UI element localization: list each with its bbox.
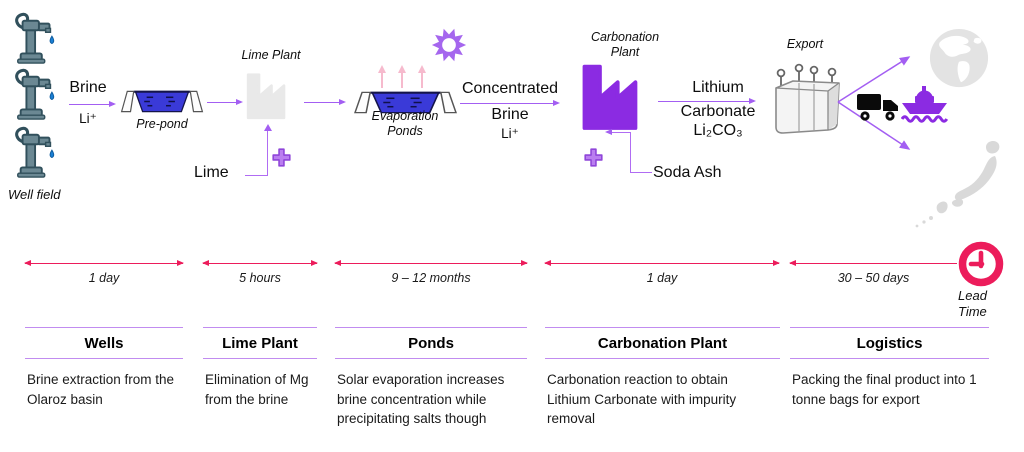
truck-icon [857,94,898,121]
export-label: Export [786,37,824,51]
plus-icon [583,147,604,168]
pre-pond-icon [120,88,204,115]
lime-label: Lime [194,164,229,181]
japan-map-icon [915,140,1000,228]
timeline-segment [202,260,318,266]
brine-label: Brine [69,79,107,96]
evaporation-arrow-icon [378,65,386,88]
stage-lime-plant: Lime Plant Elimination of Mg from the br… [203,327,317,409]
li2co3-label: Li₂CO₃ [693,122,743,139]
lime-feed-arrowhead [264,124,272,131]
soda-ash-line [611,132,631,133]
timeline-duration: 9 – 12 months [391,271,471,285]
timeline-duration: 1 day [88,271,120,285]
concentrated-brine-label: Brine [491,106,529,123]
well-pump-icon [12,126,62,180]
lime-plant-label: Lime Plant [241,48,301,62]
lithium-label: Lithium [692,79,744,96]
stage-title: Lime Plant [203,328,317,359]
stage-carbonation-plant: Carbonation Plant Carbonation reaction t… [545,327,780,429]
bulk-bag-icon [775,63,840,134]
timeline-duration: 30 – 50 days [837,271,910,285]
soda-ash-line [631,172,652,173]
stage-wells: Wells Brine extraction from the Olaroz b… [25,327,183,409]
stage-ponds: Ponds Solar evaporation increases brine … [335,327,527,429]
soda-ash-arrowhead [605,129,612,135]
lead-time-label: Lead Time [958,288,987,319]
stage-description: Solar evaporation increases brine concen… [337,372,505,426]
carbonation-to-export-arrow [658,98,756,104]
timeline-segment [334,260,528,266]
stage-title: Logistics [790,328,989,359]
clock-icon [958,241,1004,287]
lime-feed-line [245,175,268,176]
pre-pond-label: Pre-pond [136,117,188,131]
carbonation-plant-label: Carbonation Plant [590,30,660,59]
stage-title: Ponds [335,328,527,359]
timeline-segment [789,260,957,266]
sun-icon [431,28,467,62]
timeline-segment [24,260,184,266]
timeline-duration: 5 hours [239,271,281,285]
li-ion-label: Li⁺ [79,111,97,126]
well-field-label: Well field [8,187,61,202]
well-pump-icon [12,12,62,66]
plus-icon [271,147,292,168]
evaporation-arrow-icon [398,65,406,88]
export-branch-arrows [837,56,911,150]
timeline-segment [544,260,780,266]
evaporation-arrow-icon [418,65,426,88]
lime-plant-factory-icon [245,72,297,120]
stage-description: Packing the final product into 1 tonne b… [792,372,977,407]
lime-feed-line [267,129,268,176]
timeline-duration: 1 day [646,271,678,285]
stage-title: Wells [25,328,183,359]
stage-description: Elimination of Mg from the brine [205,372,309,407]
well-pump-icon [12,68,62,122]
stage-title: Carbonation Plant [545,328,780,359]
stage-description: Brine extraction from the Olaroz basin [27,372,175,407]
soda-ash-line [630,133,631,173]
stage-logistics: Logistics Packing the final product into… [790,327,989,409]
concentrated-li-label: Li⁺ [501,126,519,141]
stage-description: Carbonation reaction to obtain Lithium C… [547,372,737,426]
ponds-to-carbonation-arrow [460,100,560,106]
concentrated-label: Concentrated [461,80,559,97]
limeplant-to-ponds-arrow [304,99,346,105]
prepond-to-limeplant-arrow [207,99,243,105]
globe-icon [929,28,989,88]
carbonate-label: Carbonate [680,103,756,120]
ship-icon [901,86,948,123]
evaporation-ponds-label: Evaporation Ponds [371,109,439,138]
brine-arrow [69,101,116,107]
carbonation-plant-factory-icon [580,64,654,130]
soda-ash-label: Soda Ash [653,164,722,181]
